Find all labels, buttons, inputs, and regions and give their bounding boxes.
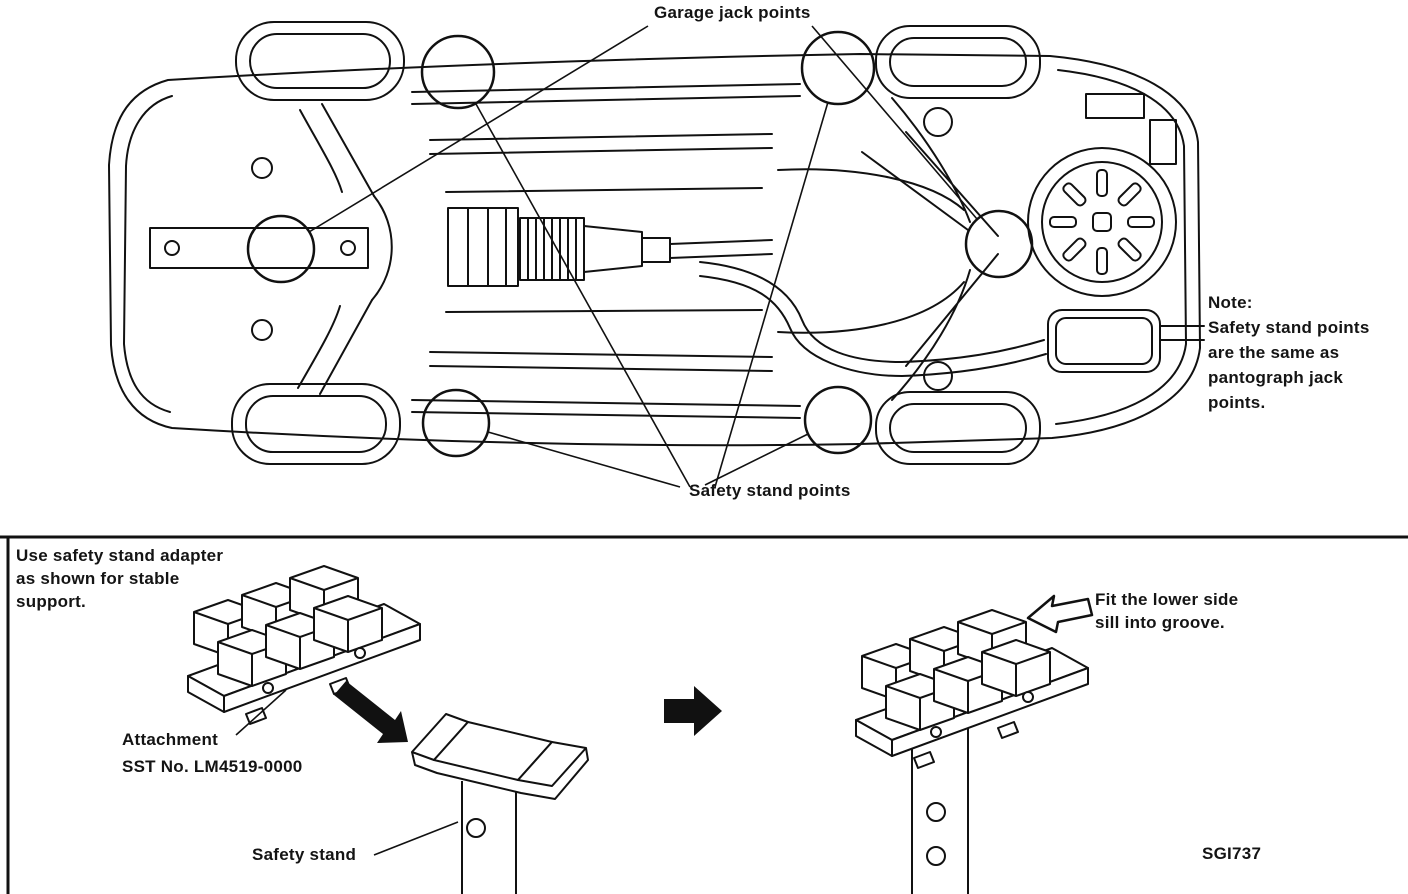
right-safety-stand-post (911, 728, 969, 894)
adapter-instructions-drawing (188, 566, 1094, 894)
front-left-tire (235, 21, 405, 101)
rear-right-tire (875, 391, 1041, 465)
safety-leader-front-bottom (487, 431, 681, 488)
exhaust-system (699, 261, 1205, 377)
garage-leader-front (308, 25, 649, 233)
note-title: Note: (1208, 293, 1253, 312)
fit-instruction-line-1: Fit the lower side (1095, 590, 1239, 609)
garage-leader-rear (811, 25, 978, 220)
front-suspension (251, 103, 393, 395)
safety-stand-leader (373, 821, 459, 856)
figure-divider (0, 535, 1408, 894)
adapter-instruction-line-2: as shown for stable (16, 569, 180, 588)
note-line-3: pantograph jack (1208, 368, 1344, 387)
fit-instruction-line-2: sill into groove. (1095, 613, 1225, 632)
adapter-instruction-line-1: Use safety stand adapter (16, 546, 224, 565)
safety-stand-point-front-left (420, 34, 496, 110)
attachment-sst-number: SST No. LM4519-0000 (122, 757, 303, 776)
rear-bumper-inner-line (1055, 69, 1187, 425)
fit-instruction-block: Fit the lower side sill into groove. (1095, 588, 1238, 634)
sill-lines (411, 83, 801, 419)
safety-leader-rear-bottom (704, 433, 809, 486)
spare-tire-slots (1049, 169, 1155, 275)
garage-jack-point-rear (964, 209, 1034, 279)
stand-saddle-thickness (411, 747, 589, 800)
arrow-adapter-to-stand (334, 681, 408, 743)
adapter-instruction-block: Use safety stand adapter as shown for st… (16, 544, 223, 613)
fit-groove-arrow (1026, 594, 1094, 634)
jack-point-circles (246, 30, 1034, 458)
attachment-label-block: Attachment SST No. LM4519-0000 (122, 726, 303, 780)
engine-transmission (447, 207, 773, 287)
safety-stand (411, 713, 589, 894)
safety-stand-point-front-right (421, 388, 491, 458)
center-tunnel (445, 187, 763, 313)
body-outline (108, 53, 1201, 447)
trunk-detail (1085, 93, 1177, 165)
rear-suspension (861, 97, 999, 401)
adapter-instruction-line-3: support. (16, 592, 86, 611)
garage-jack-points-label: Garage jack points (654, 3, 811, 22)
note-block: Note: Safety stand points are the same a… (1208, 290, 1370, 415)
figure-code: SGI737 (1202, 844, 1262, 863)
note-line-1: Safety stand points (1208, 318, 1370, 337)
rear-left-tire (875, 25, 1041, 99)
attachment-leader (235, 689, 287, 736)
front-right-tire (231, 383, 401, 465)
arrow-to-assembled (664, 686, 722, 736)
safety-stand-adapter-on-stand (856, 610, 1088, 768)
spare-tire (1027, 147, 1177, 297)
car-underbody-drawing (108, 21, 1205, 465)
note-line-2: are the same as (1208, 343, 1340, 362)
attachment-label: Attachment (122, 730, 219, 749)
front-bumper-inner-line (123, 95, 173, 413)
safety-leader-front-top (475, 103, 691, 488)
front-crossmember (149, 227, 369, 269)
rear-rails (777, 168, 965, 334)
safety-stand-point-rear-right (803, 385, 873, 455)
note-line-4: points. (1208, 393, 1266, 412)
floor-rails (429, 133, 773, 372)
safety-leader-rear-top (714, 101, 829, 488)
safety-stand-label: Safety stand (252, 845, 357, 864)
safety-stand-point-rear-left (800, 30, 876, 106)
leader-lines (308, 25, 978, 488)
garage-jack-point-front (246, 214, 316, 284)
safety-stand-points-label: Safety stand points (689, 481, 851, 500)
